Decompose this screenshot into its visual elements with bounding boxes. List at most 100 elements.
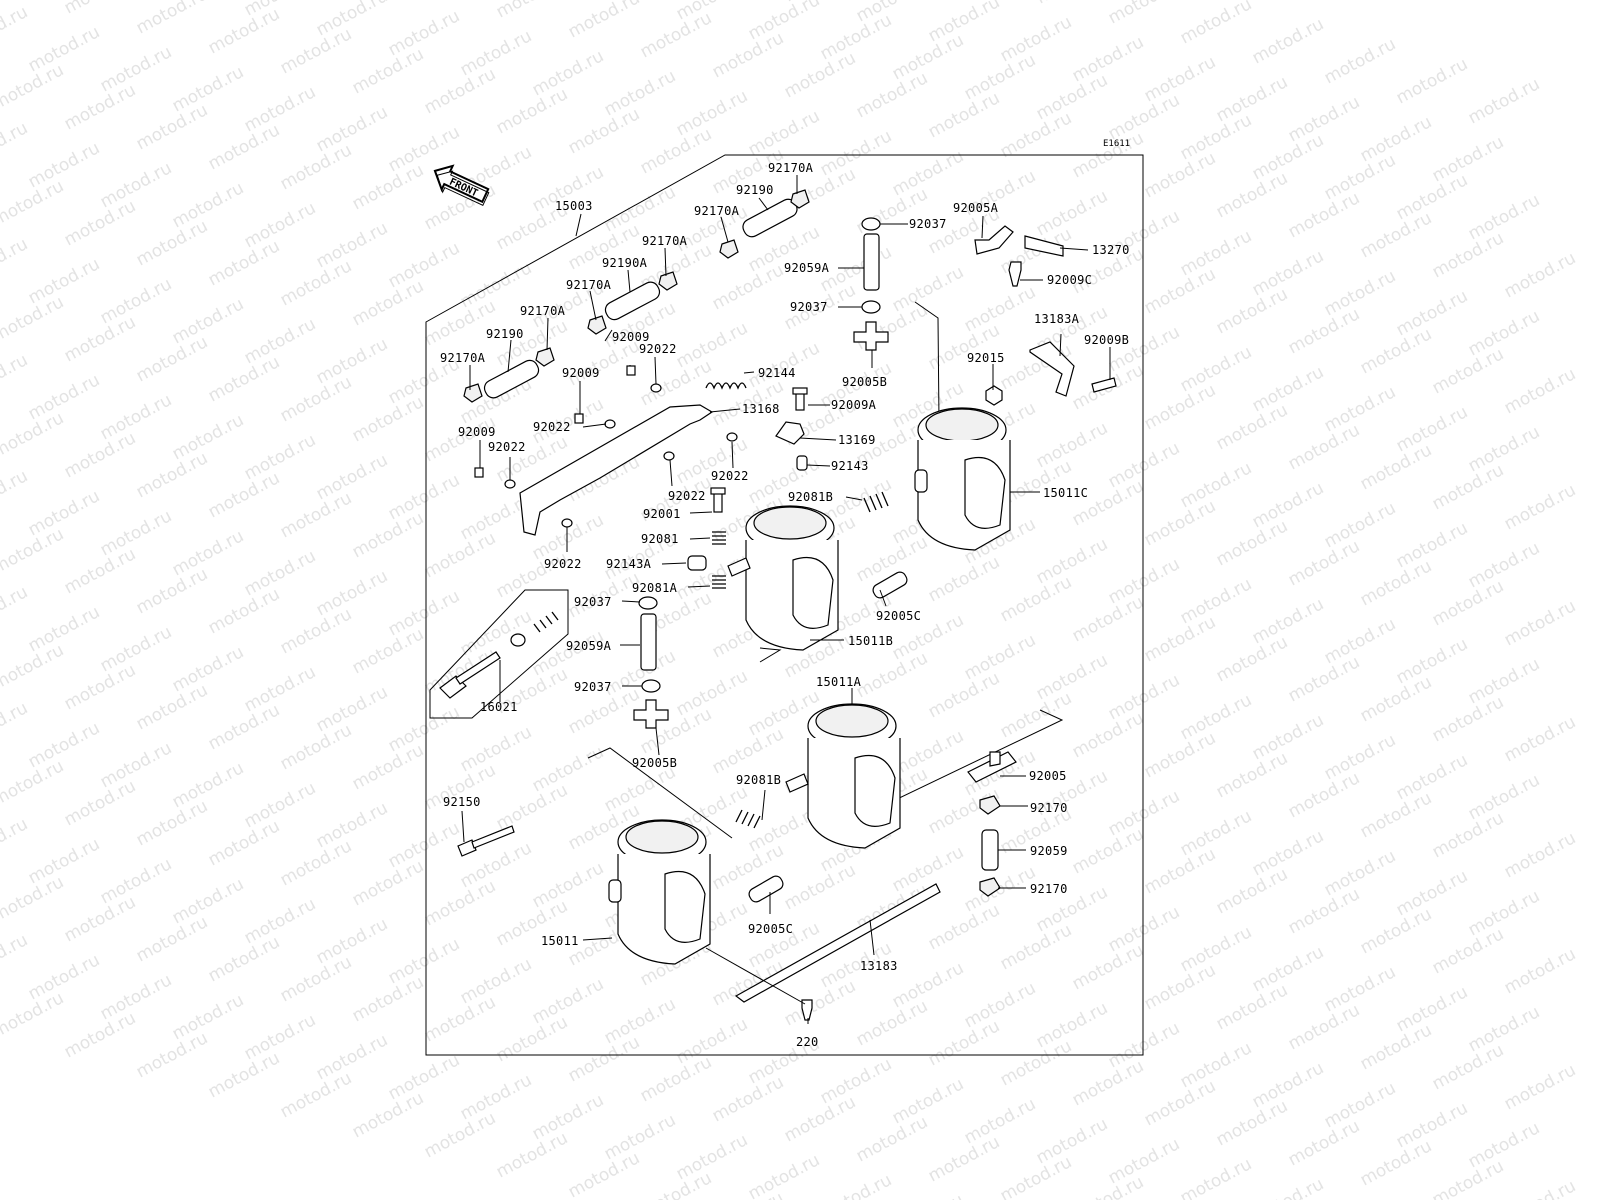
callout-13183A: 13183A xyxy=(1034,312,1080,326)
watermark-text: motod.ru xyxy=(889,958,967,1012)
watermark-text: motod.ru xyxy=(1249,14,1327,68)
watermark-text: motod.ru xyxy=(241,198,319,252)
watermark-text: motod.ru xyxy=(925,1132,1003,1186)
watermark-text: motod.ru xyxy=(1465,886,1543,940)
callout-92037: 92037 xyxy=(574,595,612,609)
watermark-text: motod.ru xyxy=(1105,322,1183,376)
assembly-line-mid2 xyxy=(759,647,782,663)
diagram-code: E1611 xyxy=(1103,139,1130,149)
callout-92190: 92190 xyxy=(736,183,774,197)
watermark-text: motod.ru xyxy=(1429,924,1507,978)
watermark-text: motod.ru xyxy=(997,572,1075,626)
watermark-text: motod.ru xyxy=(601,182,679,236)
watermark-text: motod.ru xyxy=(961,50,1039,104)
clamp-92170-a xyxy=(979,795,1001,815)
watermark-text: motod.ru xyxy=(61,776,139,830)
watermark-text: motod.ru xyxy=(313,334,391,388)
watermark-text: motod.ru xyxy=(637,356,715,410)
watermark-text: motod.ru xyxy=(1285,884,1363,938)
watermark-text: motod.ru xyxy=(673,1014,751,1068)
watermark-text: motod.ru xyxy=(1105,0,1183,28)
watermark-text: motod.ru xyxy=(1249,130,1327,184)
callout-92037: 92037 xyxy=(574,680,612,694)
watermark-text: motod.ru xyxy=(133,448,211,502)
watermark-text: motod.ru xyxy=(1321,614,1399,668)
watermark-text: motod.ru xyxy=(205,932,283,986)
watermark-text: motod.ru xyxy=(673,550,751,604)
watermark-text: motod.ru xyxy=(313,798,391,852)
watermark-text: motod.ru xyxy=(1321,150,1399,204)
watermark-text: motod.ru xyxy=(349,972,427,1026)
watermark-text: motod.ru xyxy=(25,834,103,888)
watermark-text: motod.ru xyxy=(1177,922,1255,976)
watermark-text: motod.ru xyxy=(1069,592,1147,646)
watermark-text: motod.ru xyxy=(205,120,283,174)
callout-92009: 92009 xyxy=(562,366,600,380)
watermark-text: motod.ru xyxy=(0,2,31,56)
watermark-text: motod.ru xyxy=(1177,1154,1255,1200)
watermark-text: motod.ru xyxy=(277,604,355,658)
watermark-text: motod.ru xyxy=(1357,556,1435,610)
watermark-text: motod.ru xyxy=(1213,632,1291,686)
callout-92150: 92150 xyxy=(443,795,481,809)
watermark-text: motod.ru xyxy=(1501,944,1579,998)
watermark-text: motod.ru xyxy=(0,930,31,984)
spring-92081B-lower xyxy=(735,809,761,829)
watermark-text: motod.ru xyxy=(25,138,103,192)
callout-15003: 15003 xyxy=(555,199,593,213)
watermark-text: motod.ru xyxy=(1249,362,1327,416)
watermark-text: motod.ru xyxy=(133,796,211,850)
watermark-text: motod.ru xyxy=(1501,1176,1579,1200)
watermark-text: motod.ru xyxy=(133,680,211,734)
watermark-text: motod.ru xyxy=(709,1072,787,1126)
fitting-92005A xyxy=(974,225,1014,255)
watermark-text: motod.ru xyxy=(961,1094,1039,1148)
callout-13169: 13169 xyxy=(838,433,876,447)
clamp-92170-b xyxy=(979,877,1001,897)
watermark-text: motod.ru xyxy=(313,450,391,504)
watermark-text: motod.ru xyxy=(1177,342,1255,396)
washer-92022-b xyxy=(604,419,616,429)
screw-92009-a xyxy=(626,365,636,376)
watermark-text: motod.ru xyxy=(925,0,1003,46)
watermark-text: motod.ru xyxy=(385,470,463,524)
watermark-text: motod.ru xyxy=(1429,808,1507,862)
watermark-text: motod.ru xyxy=(349,276,427,330)
screw-220 xyxy=(801,999,813,1021)
watermark-text: motod.ru xyxy=(313,1030,391,1084)
watermark-text: motod.ru xyxy=(889,146,967,200)
watermark-text: motod.ru xyxy=(1033,534,1111,588)
watermark-text: motod.ru xyxy=(1177,574,1255,628)
watermark-text: motod.ru xyxy=(241,778,319,832)
bolt-92150 xyxy=(457,825,515,857)
watermark-text: motod.ru xyxy=(853,996,931,1050)
watermark-text: motod.ru xyxy=(1213,1096,1291,1150)
watermark-text: motod.ru xyxy=(1357,672,1435,726)
collar-92143 xyxy=(796,455,808,471)
watermark-text: motod.ru xyxy=(421,992,499,1046)
watermark-text: motod.ru xyxy=(1105,438,1183,492)
watermark-text: motod.ru xyxy=(1141,496,1219,550)
watermark-text: motod.ru xyxy=(1105,554,1183,608)
watermark-text: motod.ru xyxy=(889,30,967,84)
tee-92005B-top xyxy=(853,321,889,351)
watermark-text: motod.ru xyxy=(1501,480,1579,534)
watermark-text: motod.ru xyxy=(133,0,211,38)
callout-92037: 92037 xyxy=(909,217,947,231)
nut-92015 xyxy=(985,385,1003,406)
watermark-text: motod.ru xyxy=(1177,806,1255,860)
screw-92009C xyxy=(1008,261,1022,287)
watermark-text: motod.ru xyxy=(565,104,643,158)
clamp-92170A-c xyxy=(658,271,678,291)
watermark-text: motod.ru xyxy=(133,332,211,386)
watermark-text: motod.ru xyxy=(205,584,283,638)
callout-92059: 92059 xyxy=(1030,844,1068,858)
watermark-text: motod.ru xyxy=(673,1130,751,1184)
watermark-text: motod.ru xyxy=(925,88,1003,142)
callout-92059A: 92059A xyxy=(784,261,830,275)
watermark-text: motod.ru xyxy=(1105,1134,1183,1188)
watermark-text: motod.ru xyxy=(277,256,355,310)
watermark-text: motod.ru xyxy=(925,900,1003,954)
watermark-text: motod.ru xyxy=(1141,844,1219,898)
